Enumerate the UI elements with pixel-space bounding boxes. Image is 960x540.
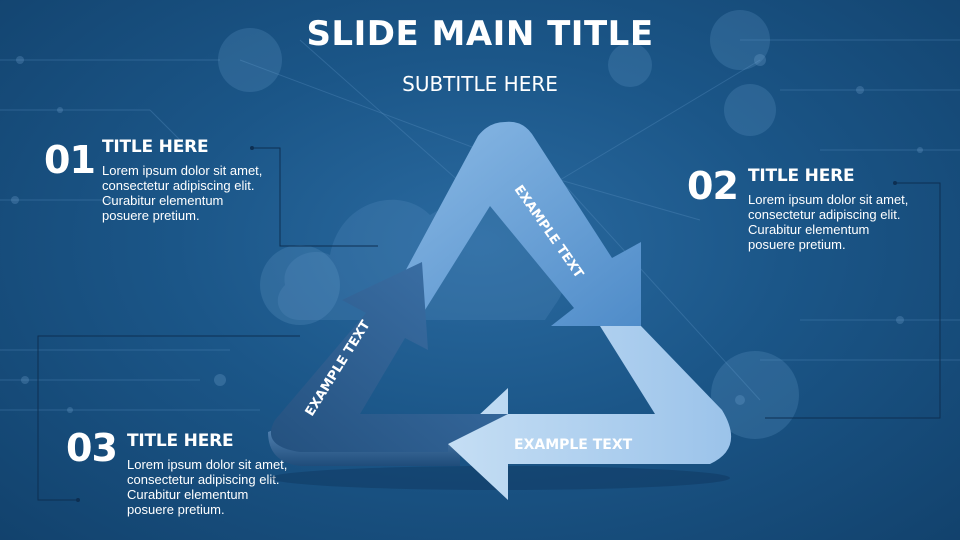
item-text-line: consectetur adipiscing elit. <box>102 178 255 193</box>
item-text-line: posuere pretium. <box>127 502 225 517</box>
item-number-02: 02 <box>687 164 739 208</box>
item-text-line: Lorem ipsum dolor sit amet, <box>127 457 288 472</box>
cycle-arm-bottom-label: EXAMPLE TEXT <box>514 437 633 453</box>
item-text-line: posuere pretium. <box>102 208 200 223</box>
item-text-line: consectetur adipiscing elit. <box>748 207 901 222</box>
item-text-line: Lorem ipsum dolor sit amet, <box>102 163 263 178</box>
item-heading-03: TITLE HERE <box>127 431 234 451</box>
cycle-arm-bottom <box>448 326 732 500</box>
item-text-02: Lorem ipsum dolor sit amet, consectetur … <box>748 192 948 252</box>
item-heading-01: TITLE HERE <box>102 137 209 157</box>
slide-subtitle: SUBTITLE HERE <box>402 72 558 96</box>
cycle-arm-top-right <box>380 121 641 326</box>
item-block-03: TITLE HERE Lorem ipsum dolor sit amet, c… <box>127 431 327 517</box>
cycle-arm-left <box>270 262 508 452</box>
item-text-line: Curabitur elementum <box>748 222 870 237</box>
item-text-line: Curabitur elementum <box>102 193 224 208</box>
item-block-01: TITLE HERE Lorem ipsum dolor sit amet, c… <box>102 137 302 223</box>
item-text-line: Lorem ipsum dolor sit amet, <box>748 192 909 207</box>
item-text-03: Lorem ipsum dolor sit amet, consectetur … <box>127 457 327 517</box>
item-text-line: posuere pretium. <box>748 237 846 252</box>
item-text-01: Lorem ipsum dolor sit amet, consectetur … <box>102 163 302 223</box>
item-block-02: TITLE HERE Lorem ipsum dolor sit amet, c… <box>748 166 948 252</box>
slide-title: SLIDE MAIN TITLE <box>306 14 654 54</box>
item-text-line: consectetur adipiscing elit. <box>127 472 280 487</box>
item-number-03: 03 <box>66 426 118 470</box>
item-heading-02: TITLE HERE <box>748 166 855 186</box>
item-number-01: 01 <box>44 138 96 182</box>
item-text-line: Curabitur elementum <box>127 487 249 502</box>
